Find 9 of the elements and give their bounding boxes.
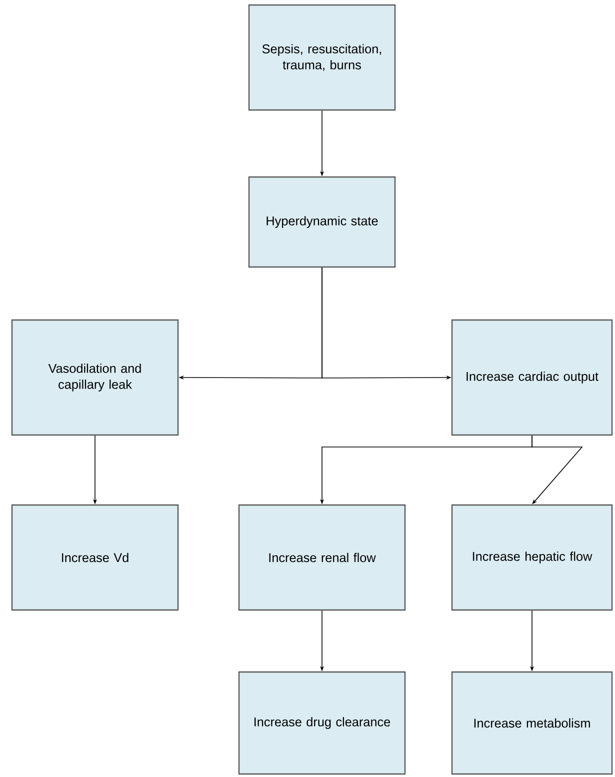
process-box: Vasodilation and capillary leak (11, 319, 179, 436)
process-box: Hyperdynamic state (248, 176, 396, 268)
process-box: Increase renal flow (238, 504, 406, 611)
process-box: Increase cardiac output (451, 319, 613, 436)
process-box: Increase metabolism (451, 671, 613, 775)
process-box: Sepsis, resuscitation, trauma, burns (248, 4, 396, 111)
process-box: Increase hepatic flow (451, 504, 613, 611)
process-box: Increase Vd (11, 504, 179, 611)
process-box: Increase drug clearance (238, 671, 406, 775)
